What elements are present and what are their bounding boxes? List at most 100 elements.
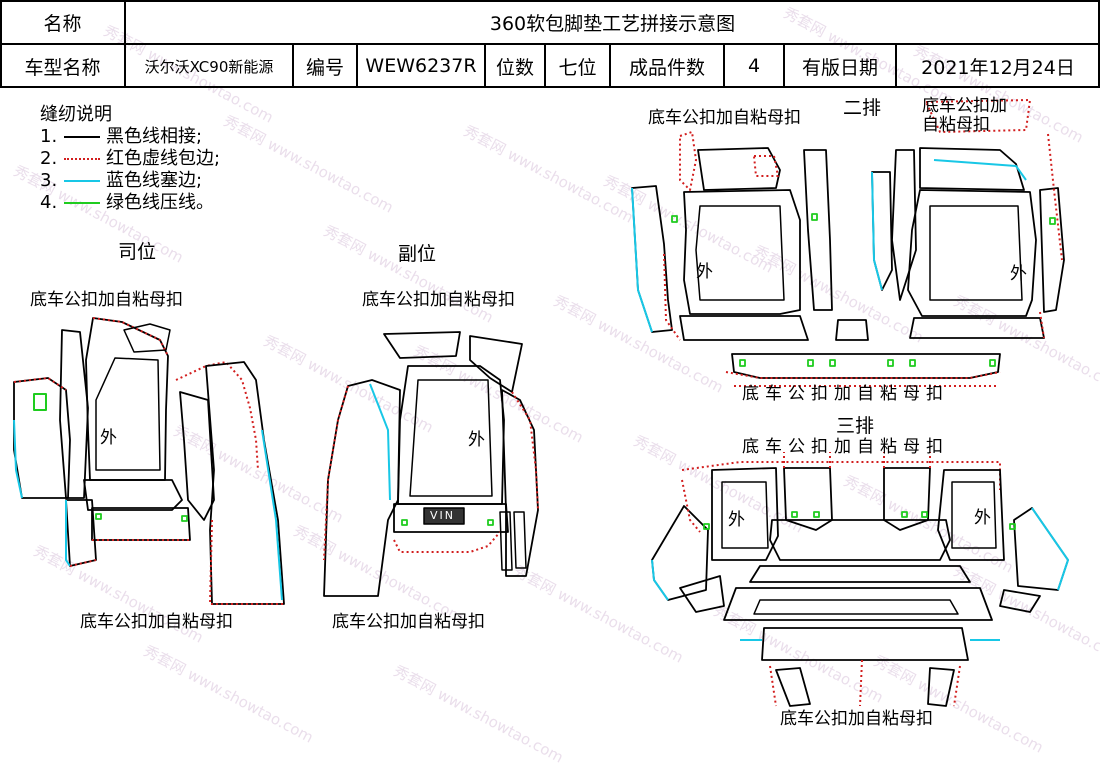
row3-center-band-2 — [749, 565, 971, 583]
legend-item: 3. 蓝色线塞边; — [40, 170, 220, 192]
row2-right-top — [919, 147, 1025, 191]
cyan-line-swatch — [64, 180, 100, 182]
row2-right-bottom-hem — [1039, 311, 1045, 339]
date-value: 2021年12月24日 — [921, 56, 1075, 79]
snap-label-passenger-top: 底车公扣加自粘母扣 — [362, 290, 515, 310]
passenger-mat — [323, 331, 539, 597]
green-line-swatch — [64, 202, 100, 204]
row2-left-bottom-hem — [663, 253, 681, 341]
row3-left-wing-hem — [681, 479, 701, 533]
seats-value: 七位 — [558, 56, 597, 79]
passenger-green-dot — [401, 519, 408, 526]
row3-left-leg — [775, 667, 811, 707]
snap-label-row2-right-a: 底车公扣加 — [922, 96, 1007, 116]
driver-outer-wing — [205, 361, 285, 605]
row2-right-inner — [929, 205, 1023, 301]
passenger-top-flap-left — [383, 331, 461, 359]
passenger-left-wing — [323, 379, 401, 597]
driver-main-panel — [85, 317, 169, 481]
row2-right-bottom — [909, 317, 1045, 339]
driver-green-patch — [33, 393, 47, 411]
row2-left-inner — [695, 205, 785, 301]
row2-left-top-hem — [753, 155, 779, 177]
row2-right-outer-hem — [1047, 133, 1063, 261]
legend-item-num: 2. — [40, 148, 58, 169]
row2-left-bottom — [679, 315, 809, 341]
mat-patterns — [13, 99, 1069, 707]
passenger-heel-strips — [499, 511, 527, 571]
legend-item: 4. 绿色线压线。 — [40, 192, 220, 214]
row3-lower-inner — [753, 599, 959, 615]
outer-side-label: 外 — [1010, 264, 1027, 284]
row3-left-panel — [711, 467, 779, 561]
black-line-swatch — [64, 136, 100, 138]
row2-green-dot — [739, 359, 746, 367]
pieces-value: 4 — [747, 55, 761, 77]
snap-label-row2-right-b: 自粘母扣 — [922, 115, 990, 135]
date-label: 有版日期 — [801, 56, 878, 79]
row2-center-column — [871, 171, 893, 291]
snap-label-passenger-bottom: 底车公扣加自粘母扣 — [332, 612, 485, 632]
driver-side-hem — [175, 361, 259, 471]
row3-green-dot — [901, 511, 908, 518]
passenger-left-wing-tuck — [369, 383, 391, 501]
row2-right-main — [907, 189, 1037, 317]
row2-green-dot — [807, 359, 814, 367]
driver-main-top-hem — [92, 317, 169, 357]
row3-right-inner — [951, 481, 997, 549]
legend-item: 1. 黑色线相接; — [40, 126, 220, 148]
row3-left-wing-tuck — [651, 559, 669, 601]
legend-item-text: 蓝色线塞边; — [106, 170, 203, 191]
legend-item-num: 3. — [40, 170, 58, 191]
row2-green-dot — [829, 359, 836, 367]
passenger-bottom-band — [393, 503, 509, 533]
driver-left-strip — [59, 329, 89, 499]
legend-item-text: 绿色线压线。 — [106, 192, 214, 213]
row2-left-outer-tuck — [631, 187, 653, 333]
driver-bolster-tuck — [13, 419, 23, 499]
row2-right-column — [891, 149, 917, 301]
model-value: 沃尔沃XC90新能源 — [144, 57, 274, 76]
row3-left-wing — [651, 505, 709, 601]
row3-left-console — [783, 467, 833, 531]
row3-right-leg — [927, 667, 955, 707]
driver-green-dot — [181, 515, 188, 522]
row3-green-dot — [813, 511, 820, 518]
snap-label-row3-bottom: 底车公扣加自粘母扣 — [780, 709, 933, 729]
outer-side-label: 外 — [696, 262, 713, 282]
section-passenger: 副位 — [398, 243, 437, 265]
legend-item-text: 红色虚线包边; — [106, 148, 221, 169]
driver-wing-hem — [209, 519, 284, 605]
passenger-inner-frame — [409, 379, 493, 497]
code-label: 编号 — [305, 56, 344, 79]
row3-green-dot — [921, 511, 928, 518]
driver-top-flap — [123, 323, 171, 353]
passenger-right-hem — [511, 391, 539, 511]
outer-side-label: 外 — [974, 508, 991, 528]
legend-item-text: 黑色线相接; — [106, 126, 203, 147]
row2-right-outer-wing — [1039, 187, 1065, 313]
row3-center-band — [769, 519, 951, 561]
row3-mats — [651, 452, 1069, 707]
sewing-legend: 缝纫说明 1. 黑色线相接; 2. 红色虚线包边; 3. 蓝色线塞边; 4. 绿… — [40, 104, 220, 214]
row2-right-top-tuck — [933, 159, 1027, 181]
header-name-label: 名称 — [43, 12, 82, 35]
snap-label-driver-top: 底车公扣加自粘母扣 — [30, 290, 183, 310]
model-label: 车型名称 — [24, 56, 101, 79]
row2-left-main — [683, 189, 801, 315]
row3-right-console — [883, 467, 931, 531]
row3-left-inner — [721, 481, 769, 549]
row2-green-dot — [671, 215, 678, 223]
driver-footrest — [91, 507, 191, 541]
section-row3: 三排 — [836, 415, 875, 437]
row2-mats — [631, 99, 1065, 387]
row2-green-dot — [811, 213, 818, 221]
outer-side-label: 外 — [728, 510, 745, 530]
snap-label-row3-top: 底车公扣加自粘母扣 — [742, 437, 949, 457]
header-table: 名称 360软包脚垫工艺拼接示意图 车型名称 沃尔沃XC90新能源 编号 WEW… — [0, 0, 1100, 88]
row3-right-blade — [999, 589, 1041, 613]
seats-label: 位数 — [495, 56, 534, 79]
row2-green-dot — [887, 359, 894, 367]
driver-wing-tuck — [261, 429, 283, 601]
